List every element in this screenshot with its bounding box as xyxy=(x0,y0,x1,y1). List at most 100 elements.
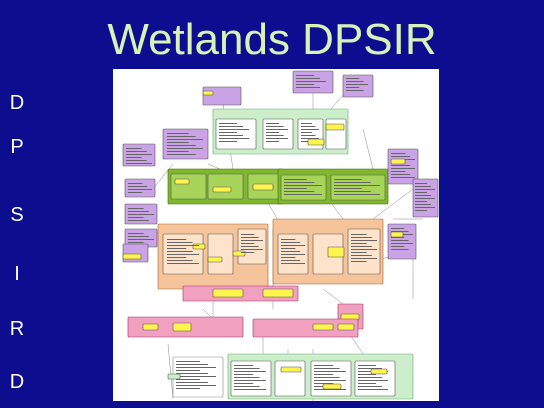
text-placeholder xyxy=(314,383,334,384)
text-placeholder xyxy=(126,148,142,149)
text-placeholder xyxy=(128,192,143,193)
sub-box xyxy=(207,173,244,200)
text-placeholder xyxy=(415,189,435,190)
text-placeholder xyxy=(126,163,152,164)
text-placeholder xyxy=(266,141,280,142)
highlight-box xyxy=(202,90,214,96)
text-placeholder xyxy=(358,389,388,390)
text-placeholder xyxy=(351,234,367,235)
text-placeholder xyxy=(314,374,334,375)
highlight-box xyxy=(262,288,294,298)
text-placeholder xyxy=(351,261,367,262)
highlight-box xyxy=(192,243,206,250)
text-placeholder xyxy=(284,185,322,186)
text-placeholder xyxy=(266,129,288,130)
text-placeholder xyxy=(241,246,259,247)
text-placeholder xyxy=(391,156,411,157)
impacts-bar-right xyxy=(252,318,359,338)
text-placeholder xyxy=(334,185,380,186)
text-placeholder xyxy=(128,233,144,234)
text-placeholder xyxy=(266,132,280,133)
text-placeholder xyxy=(301,129,319,130)
text-placeholder xyxy=(128,214,154,215)
text-placeholder xyxy=(334,188,362,189)
driver-box xyxy=(124,178,156,198)
text-placeholder xyxy=(126,160,147,161)
sub-box xyxy=(330,174,386,201)
highlight-box xyxy=(172,322,192,332)
text-placeholder xyxy=(358,383,376,384)
text-placeholder xyxy=(391,174,411,175)
text-placeholder xyxy=(391,177,415,178)
text-placeholder xyxy=(301,132,312,133)
text-placeholder xyxy=(219,138,249,139)
text-placeholder xyxy=(219,141,237,142)
text-placeholder xyxy=(391,249,409,250)
text-placeholder xyxy=(415,192,427,193)
text-placeholder xyxy=(415,198,435,199)
highlight-box xyxy=(370,368,388,375)
text-placeholder xyxy=(358,374,376,375)
highlight-box xyxy=(322,383,342,390)
sub-box xyxy=(354,360,396,397)
text-placeholder xyxy=(167,257,187,258)
text-placeholder xyxy=(167,251,193,252)
text-placeholder xyxy=(346,81,364,82)
text-placeholder xyxy=(391,171,406,172)
text-placeholder xyxy=(176,373,208,374)
driver-box xyxy=(342,74,374,98)
highlight-box xyxy=(142,323,159,331)
sub-box xyxy=(274,360,306,397)
text-placeholder xyxy=(301,135,316,136)
text-placeholder xyxy=(415,201,427,202)
highlight-box xyxy=(207,256,223,263)
text-placeholder xyxy=(346,87,360,88)
text-placeholder xyxy=(234,383,254,384)
text-placeholder xyxy=(128,236,149,237)
text-placeholder xyxy=(358,365,376,366)
text-placeholder xyxy=(391,240,409,241)
connector-line xyxy=(362,128,374,170)
text-placeholder xyxy=(415,210,427,211)
text-placeholder xyxy=(314,377,340,378)
text-placeholder xyxy=(281,239,296,240)
text-placeholder xyxy=(351,243,367,244)
text-placeholder xyxy=(281,257,296,258)
text-placeholder xyxy=(234,389,266,390)
text-placeholder xyxy=(176,364,208,365)
text-placeholder xyxy=(167,142,189,143)
text-placeholder xyxy=(391,243,413,244)
text-placeholder xyxy=(346,78,360,79)
sub-box xyxy=(280,174,327,201)
text-placeholder xyxy=(167,254,199,255)
text-placeholder xyxy=(234,365,254,366)
text-placeholder xyxy=(281,251,301,252)
text-placeholder xyxy=(281,245,305,246)
text-placeholder xyxy=(167,154,196,155)
text-placeholder xyxy=(301,138,319,139)
text-placeholder xyxy=(176,376,216,377)
text-placeholder xyxy=(234,380,266,381)
text-placeholder xyxy=(167,263,199,264)
text-placeholder xyxy=(281,248,296,249)
text-placeholder xyxy=(219,135,243,136)
text-placeholder xyxy=(128,242,144,243)
text-placeholder xyxy=(314,365,334,366)
text-placeholder xyxy=(334,182,371,183)
sub-box xyxy=(230,360,272,397)
text-placeholder xyxy=(167,139,203,140)
highlight-box xyxy=(232,250,246,257)
text-placeholder xyxy=(351,246,372,247)
text-placeholder xyxy=(391,153,406,154)
driver-box xyxy=(202,86,242,106)
text-placeholder xyxy=(176,385,216,386)
text-placeholder xyxy=(301,141,312,142)
text-placeholder xyxy=(314,389,346,390)
text-placeholder xyxy=(219,123,237,124)
text-placeholder xyxy=(167,136,196,137)
text-placeholder xyxy=(128,186,148,187)
text-placeholder xyxy=(128,217,144,218)
text-placeholder xyxy=(391,231,409,232)
sub-box xyxy=(207,233,234,275)
acronym-letter-i: I xyxy=(14,263,20,285)
